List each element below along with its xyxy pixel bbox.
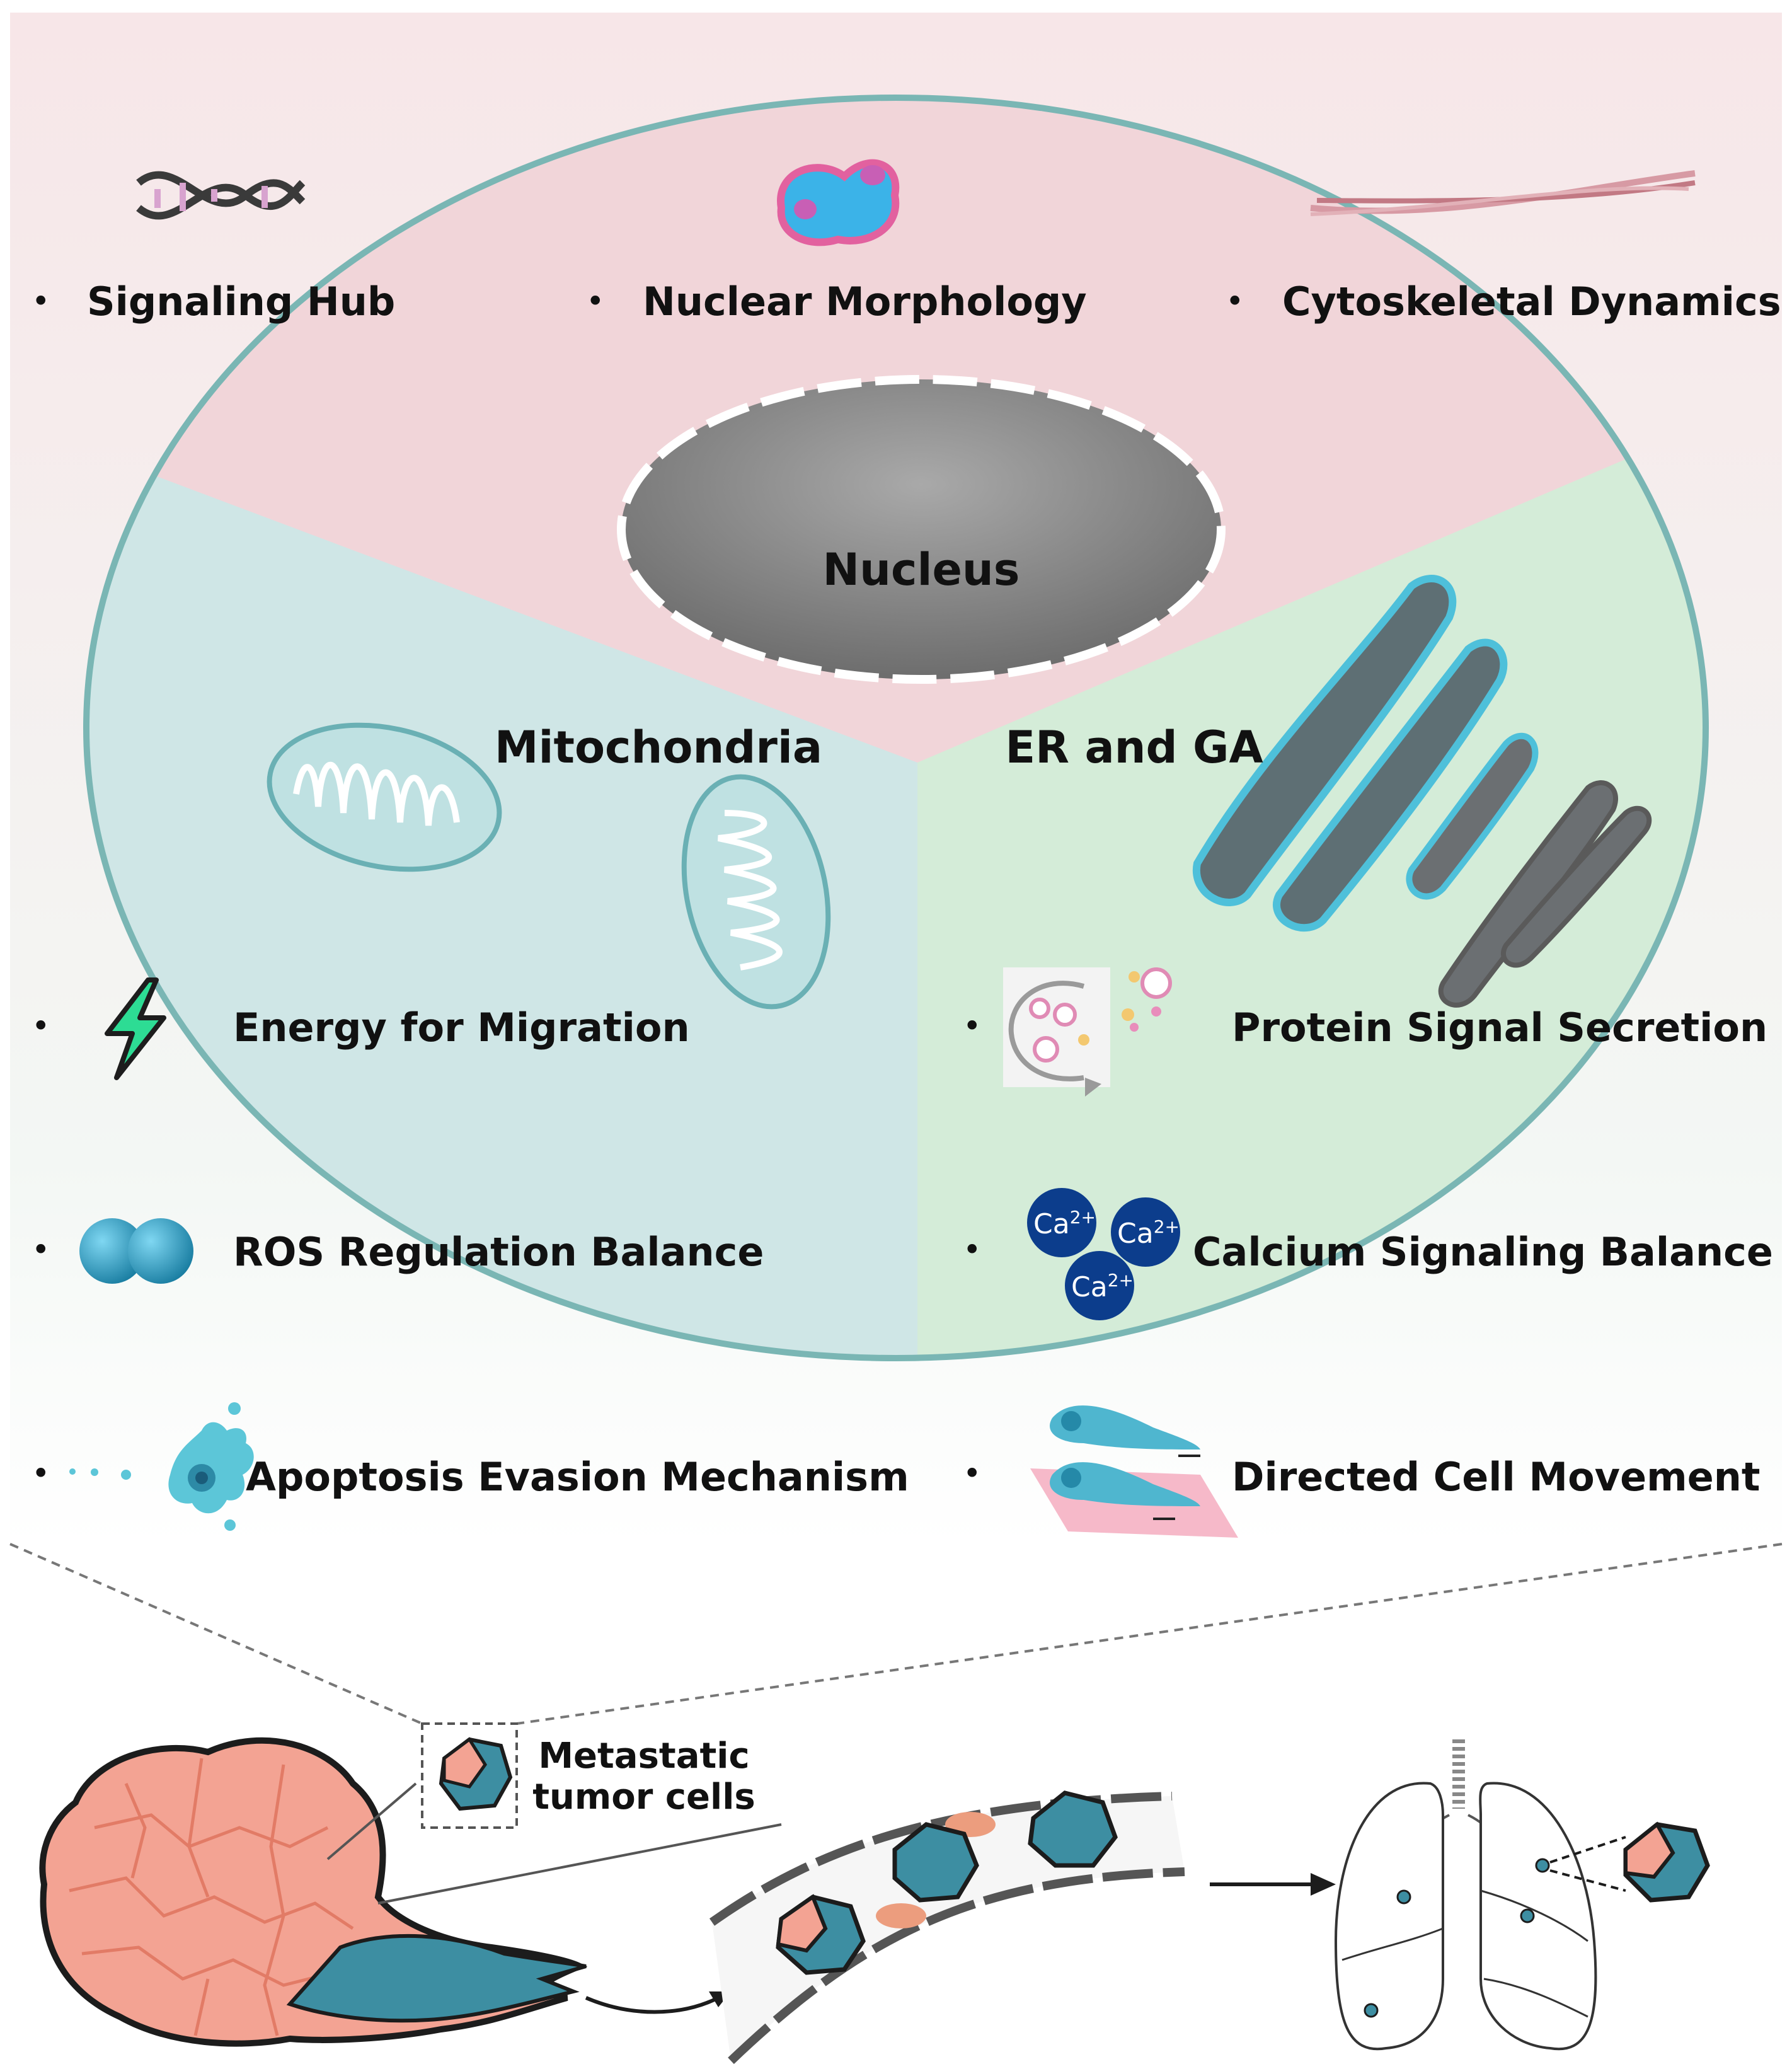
calcium-ion-3: Ca xyxy=(1071,1271,1108,1303)
ros-regulation-label: ROS Regulation Balance xyxy=(233,1229,764,1275)
bullet-2: • xyxy=(586,283,605,320)
mitochondrion-1 xyxy=(267,722,502,872)
dna-icon xyxy=(136,171,306,220)
nucleus-label: Nucleus xyxy=(823,544,1020,596)
calcium-ion-1: Ca xyxy=(1033,1208,1070,1240)
bullet-5: • xyxy=(32,1231,50,1268)
calcium-ion-icon: Ca2+ Ca2+ Ca2+ xyxy=(1027,1188,1180,1320)
mito-function-list: • Energy for Migration • ROS Regulation … xyxy=(32,977,909,1531)
bullet-1: • xyxy=(32,283,50,320)
ros-molecule-icon xyxy=(79,1218,193,1284)
nuclear-morphology-label: Nuclear Morphology xyxy=(643,279,1087,325)
apoptosis-splash-icon xyxy=(69,1402,254,1531)
directed-movement-label: Directed Cell Movement xyxy=(1232,1454,1760,1500)
metastatic-cells-inset: Metastatic tumor cells xyxy=(421,1722,755,1829)
nucleus: Nucleus xyxy=(617,375,1226,684)
zoom-line-right xyxy=(516,1543,1783,1725)
cytoskeletal-dynamics-label: Cytoskeletal Dynamics xyxy=(1282,279,1781,325)
bullet-6: • xyxy=(32,1455,50,1492)
er-ga-organelle xyxy=(1192,575,1652,1008)
nucleus-function-list: • Signaling Hub • Nuclear Morphology • C… xyxy=(32,279,1781,325)
protein-secretion-label: Protein Signal Secretion xyxy=(1232,1005,1767,1051)
calcium-charge-3: 2+ xyxy=(1108,1270,1134,1291)
apoptosis-evasion-label: Apoptosis Evasion Mechanism xyxy=(246,1454,909,1500)
zoom-line-left xyxy=(9,1543,423,1725)
er-ga-label: ER and GA xyxy=(1005,722,1263,773)
bullet-8: • xyxy=(963,1231,982,1268)
lungs xyxy=(1334,1739,1710,2051)
cell-membrane xyxy=(83,95,1709,1361)
cytoskeleton-fiber-icon xyxy=(1310,170,1696,216)
svg-text:Ca2+: Ca2+ xyxy=(1071,1270,1134,1303)
mitochondria-label: Mitochondria xyxy=(495,722,822,773)
energy-for-migration-label: Energy for Migration xyxy=(233,1005,690,1051)
blood-vessel xyxy=(709,1790,1185,2065)
signaling-hub-label: Signaling Hub xyxy=(87,279,395,325)
calcium-charge-1: 2+ xyxy=(1070,1207,1096,1228)
bullet-3: • xyxy=(1226,283,1244,320)
bullet-9: • xyxy=(963,1455,982,1492)
primary-tumor xyxy=(39,1737,782,2047)
calcium-charge-2: 2+ xyxy=(1154,1216,1180,1237)
arrow-to-vessel xyxy=(585,1996,720,2014)
lightning-icon xyxy=(105,977,166,1080)
bullet-4: • xyxy=(32,1008,50,1044)
calcium-ion-2: Ca xyxy=(1117,1218,1154,1250)
calcium-signaling-label: Calcium Signaling Balance xyxy=(1193,1229,1773,1275)
bullet-7: • xyxy=(963,1008,982,1044)
metastatic-label-line1: Metastatic xyxy=(538,1736,749,1777)
svg-text:Ca2+: Ca2+ xyxy=(1117,1216,1180,1250)
migrating-cell-icon xyxy=(1030,1405,1238,1538)
er-function-list: • Protein Signal Secretion • Ca2+ Ca2+ C… xyxy=(963,967,1773,1538)
metastatic-label-line2: tumor cells xyxy=(532,1777,755,1818)
vesicle-secretion-icon xyxy=(1003,967,1172,1097)
nucleus-morphology-icon xyxy=(777,159,900,246)
svg-text:Ca2+: Ca2+ xyxy=(1033,1207,1096,1240)
mitochondrion-2 xyxy=(681,774,831,1010)
